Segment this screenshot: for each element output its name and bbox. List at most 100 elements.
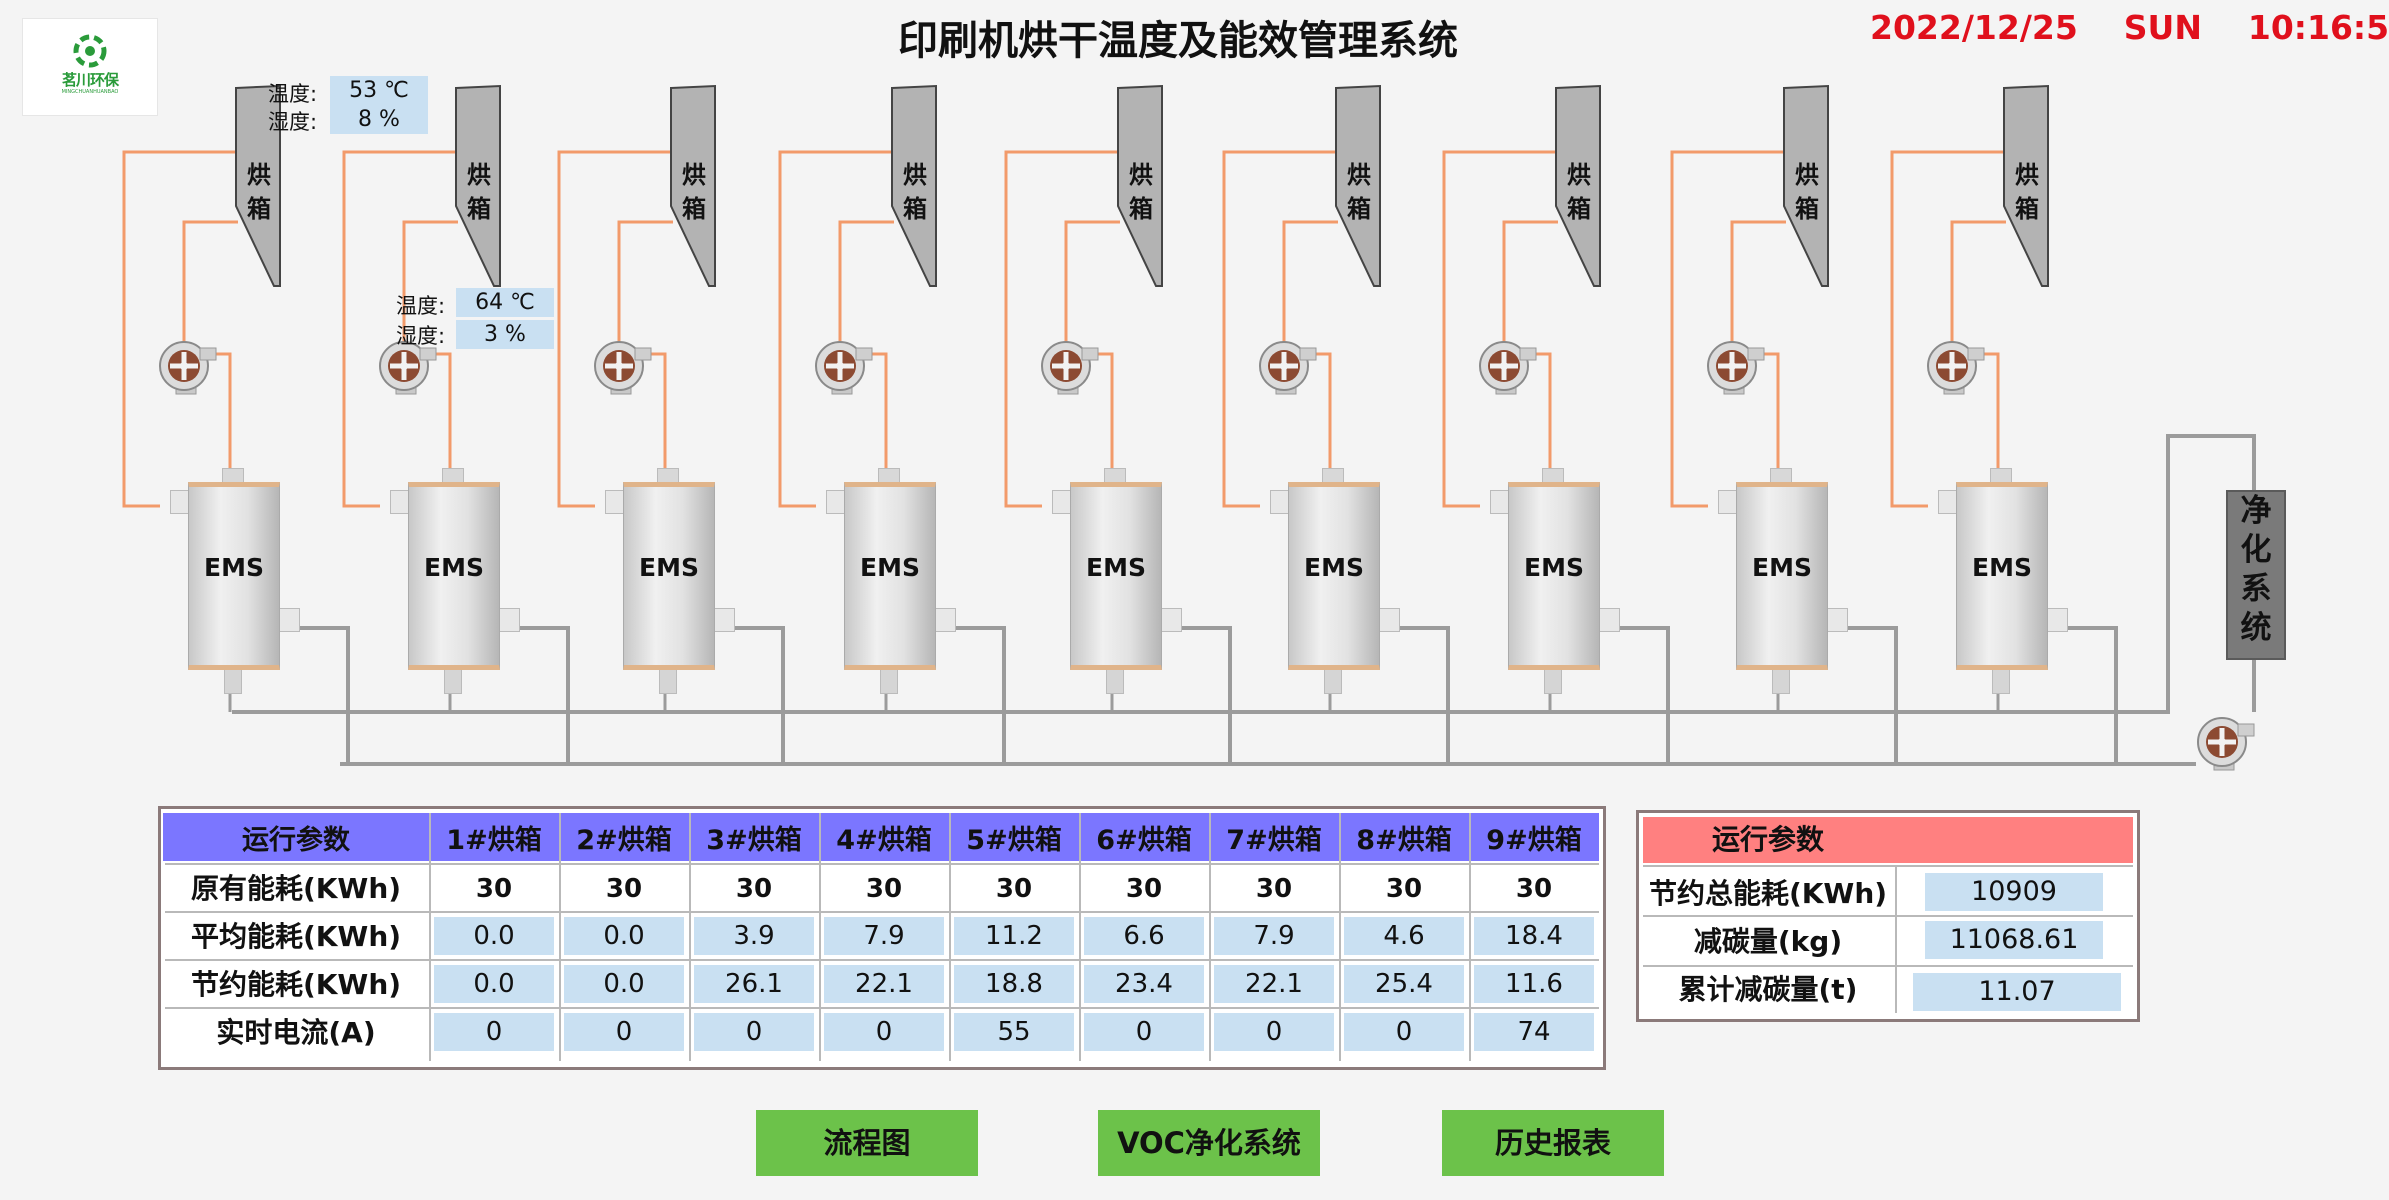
ems-outlet-5	[1106, 668, 1124, 694]
cell-r4-c5: 55	[954, 1013, 1074, 1051]
ems-outlet-7	[1544, 668, 1562, 694]
temp-value-1: 53 ℃	[330, 76, 428, 105]
oven-8[interactable]: 烘箱	[1780, 84, 1832, 287]
cell-r3-c6: 23.4	[1084, 965, 1204, 1003]
oven-label-8: 烘箱	[1795, 161, 1819, 223]
oven-shape-3	[670, 84, 716, 287]
fan-1[interactable]	[154, 336, 218, 400]
fan-8[interactable]	[1702, 336, 1766, 400]
logo-subtext: MINGCHUANHUANBAO	[61, 89, 119, 95]
params-header-row	[163, 813, 1599, 861]
purification-system[interactable]: 净化系统	[2226, 490, 2286, 660]
main-exhaust-fan[interactable]	[2192, 712, 2256, 776]
ems-outlet-8	[1772, 668, 1790, 694]
oven-5[interactable]: 烘箱	[1114, 84, 1166, 287]
column-header-3: 3#烘箱	[706, 825, 802, 856]
temp-label-2: 温度:	[396, 294, 446, 318]
oven-shape-8	[1783, 84, 1829, 287]
cell-r2-c4: 7.9	[824, 917, 944, 955]
oven-1[interactable]: 烘箱	[232, 84, 284, 287]
ems-label-8: EMS	[1752, 553, 1812, 582]
fan-2[interactable]	[374, 336, 438, 400]
voc-system-button[interactable]: VOC净化系统	[1098, 1110, 1320, 1176]
history-report-button[interactable]: 历史报表	[1442, 1110, 1664, 1176]
ems-label-5: EMS	[1086, 553, 1146, 582]
cell-r2-c1: 0.0	[434, 917, 554, 955]
fan-icon-5	[1041, 341, 1099, 395]
ems-unit-6[interactable]: EMS	[1288, 482, 1380, 670]
oven-shape-2	[455, 84, 501, 287]
oven-3[interactable]: 烘箱	[667, 84, 719, 287]
cell-r4-c1: 0	[434, 1013, 554, 1051]
ems-outlet-1	[224, 668, 242, 694]
cell-r3-c5: 18.8	[954, 965, 1074, 1003]
cell-r4-c2: 0	[564, 1013, 684, 1051]
ems-unit-2[interactable]: EMS	[408, 482, 500, 670]
ems-unit-7[interactable]: EMS	[1508, 482, 1600, 670]
cell-r3-c2: 0.0	[564, 965, 684, 1003]
ems-unit-8[interactable]: EMS	[1736, 482, 1828, 670]
cell-r1-c1: 30	[475, 874, 513, 904]
oven-4[interactable]: 烘箱	[888, 84, 940, 287]
fan-icon-7	[1479, 341, 1537, 395]
oven-shape-5	[1117, 84, 1163, 287]
humidity-value-2: 3 %	[456, 320, 554, 349]
fan-icon-3	[594, 341, 652, 395]
row-label-3: 节约能耗(KWh)	[190, 968, 402, 1001]
ems-label-3: EMS	[639, 553, 699, 582]
cell-r4-c8: 0	[1344, 1013, 1464, 1051]
oven-7[interactable]: 烘箱	[1552, 84, 1604, 287]
ems-port-right-3	[713, 608, 735, 632]
fan-7[interactable]	[1474, 336, 1538, 400]
humidity-label-2: 湿度:	[396, 324, 446, 348]
ems-label-1: EMS	[204, 553, 264, 582]
logo-swirl-icon	[73, 34, 107, 68]
ems-port-right-6	[1378, 608, 1400, 632]
oven-label-2: 烘箱	[467, 161, 491, 223]
fan-5[interactable]	[1036, 336, 1100, 400]
cell-r1-c8: 30	[1385, 874, 1423, 904]
cell-r1-c6: 30	[1125, 874, 1163, 904]
cell-r2-c2: 0.0	[564, 917, 684, 955]
humidity-label-1: 湿度:	[268, 110, 318, 134]
cell-r1-c5: 30	[995, 874, 1033, 904]
row-label-1: 原有能耗(KWh)	[190, 872, 402, 905]
cell-r2-c7: 7.9	[1214, 917, 1334, 955]
oven-6[interactable]: 烘箱	[1332, 84, 1384, 287]
cell-r3-c9: 11.6	[1474, 965, 1594, 1003]
cell-r1-c9: 30	[1515, 874, 1553, 904]
ems-unit-3[interactable]: EMS	[623, 482, 715, 670]
oven-shape-6	[1335, 84, 1381, 287]
cell-r2-c6: 6.6	[1084, 917, 1204, 955]
fan-4[interactable]	[810, 336, 874, 400]
oven-label-5: 烘箱	[1129, 161, 1153, 223]
oven-shape-7	[1555, 84, 1601, 287]
ems-port-right-7	[1598, 608, 1620, 632]
fan-icon-8	[1707, 341, 1765, 395]
ems-outlet-4	[880, 668, 898, 694]
cell-r3-c8: 25.4	[1344, 965, 1464, 1003]
fan-3[interactable]	[589, 336, 653, 400]
ems-outlet-2	[444, 668, 462, 694]
fan-9[interactable]	[1922, 336, 1986, 400]
datetime-display: 2022/12/25 SUN 10:16:5	[1870, 8, 2389, 47]
summary-header: 运行参数	[1711, 823, 1824, 856]
cell-r2-c8: 4.6	[1344, 917, 1464, 955]
oven-9[interactable]: 烘箱	[2000, 84, 2052, 287]
cell-r2-c5: 11.2	[954, 917, 1074, 955]
ems-unit-1[interactable]: EMS	[188, 482, 280, 670]
flowchart-button[interactable]: 流程图	[756, 1110, 978, 1176]
summary-label-carbon: 减碳量(kg)	[1693, 925, 1843, 958]
cell-r1-c3: 30	[735, 874, 773, 904]
ems-unit-9[interactable]: EMS	[1956, 482, 2048, 670]
summary-value-carbon: 11068.61	[1925, 921, 2103, 959]
fan-icon-2	[379, 341, 437, 395]
fan-icon-1	[159, 341, 217, 395]
oven-2[interactable]: 烘箱	[452, 84, 504, 287]
cell-r1-c7: 30	[1255, 874, 1293, 904]
ems-unit-5[interactable]: EMS	[1070, 482, 1162, 670]
ems-unit-4[interactable]: EMS	[844, 482, 936, 670]
fan-icon-9	[1927, 341, 1985, 395]
fan-6[interactable]	[1254, 336, 1318, 400]
